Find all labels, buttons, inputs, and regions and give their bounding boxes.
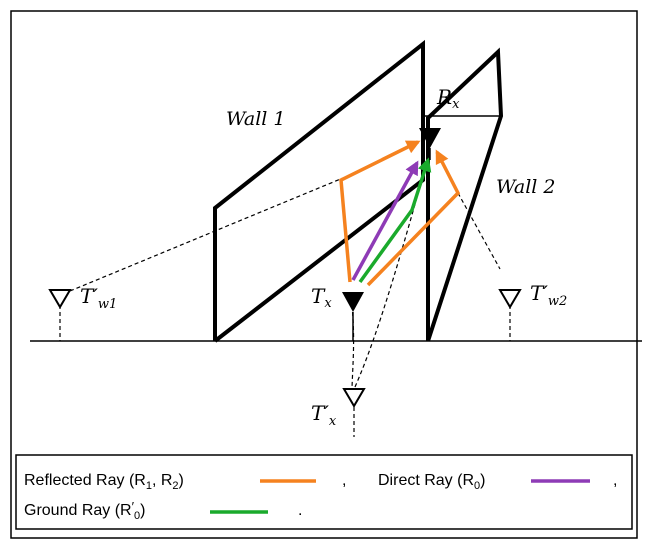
legend-ground-text: Ground Ray (R′0)	[24, 499, 145, 522]
reflected-ray-r2	[366, 149, 461, 287]
wall-1	[213, 39, 425, 343]
legend-reflected-text: Reflected Ray (R1, R2)	[24, 472, 184, 492]
tx-label: Tx	[311, 284, 332, 311]
wall-2-label: Wall 2	[496, 176, 556, 198]
legend-box	[15, 454, 633, 530]
outer-frame	[10, 10, 638, 539]
legend-sep-1: ,	[342, 472, 346, 489]
wall-1-label: Wall 1	[226, 108, 286, 130]
tw2-antenna-icon	[498, 289, 522, 309]
legend-sep-2: ,	[613, 472, 617, 489]
legend-sep-3: .	[298, 502, 302, 519]
legend-direct-text: Direct Ray (R0)	[378, 472, 485, 492]
image-path-tw2	[457, 192, 501, 270]
tx-antenna-icon	[342, 292, 364, 312]
txp-label: T′x	[311, 401, 337, 429]
direct-ray	[351, 160, 419, 281]
image-path-tw1	[69, 177, 344, 292]
tw1-antenna-icon	[48, 289, 72, 309]
rx-antenna-icon	[419, 128, 441, 148]
rx-label: Rx	[436, 85, 460, 112]
txp-antenna-icon	[342, 388, 366, 408]
reflected-ray-r1	[339, 140, 421, 283]
ground-ray	[358, 157, 432, 284]
tw1-label: T′w1	[80, 284, 117, 312]
image-path-txp-right	[354, 157, 429, 388]
tw2-label: T′w2	[530, 281, 567, 309]
